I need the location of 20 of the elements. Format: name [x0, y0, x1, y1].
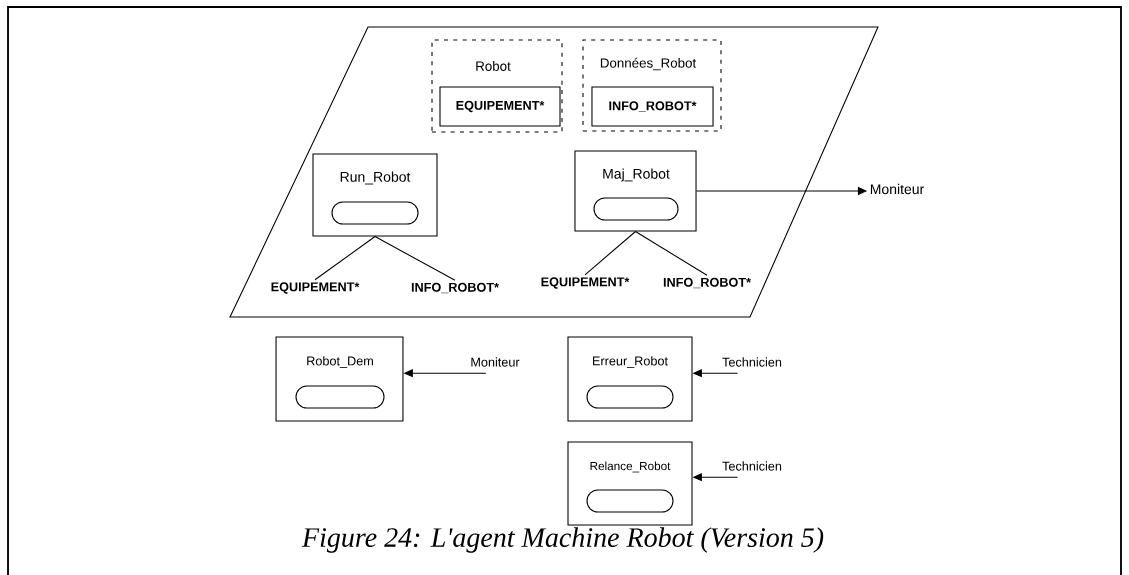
connector-line: [314, 236, 376, 281]
process-box: Erreur_Robot: [567, 336, 693, 422]
type-label: INFO_ROBOT*: [411, 282, 499, 294]
type-label: INFO_ROBOT*: [663, 277, 751, 289]
process-box: Robot_Dem: [275, 336, 404, 422]
type-label: EQUIPEMENT*: [541, 277, 630, 289]
actor-label: Moniteur: [471, 357, 520, 367]
type-box: EQUIPEMENT*: [439, 86, 561, 127]
type-box: INFO_ROBOT*: [591, 86, 714, 127]
actor-label: Technicien: [722, 357, 782, 367]
process-box: Relance_Robot: [567, 441, 693, 526]
actor-label: Technicien: [722, 461, 782, 471]
caption: Figure 24: L'agent Machine Robot (Version 5): [301, 527, 824, 553]
connector-line: [584, 231, 637, 276]
actor-label: Moniteur: [870, 183, 924, 195]
process-box: Maj_Robot: [574, 150, 697, 232]
connector-line: [634, 231, 708, 276]
connector-line: [374, 236, 456, 281]
process-box: Run_Robot: [312, 153, 438, 237]
type-label: EQUIPEMENT*: [271, 282, 360, 294]
